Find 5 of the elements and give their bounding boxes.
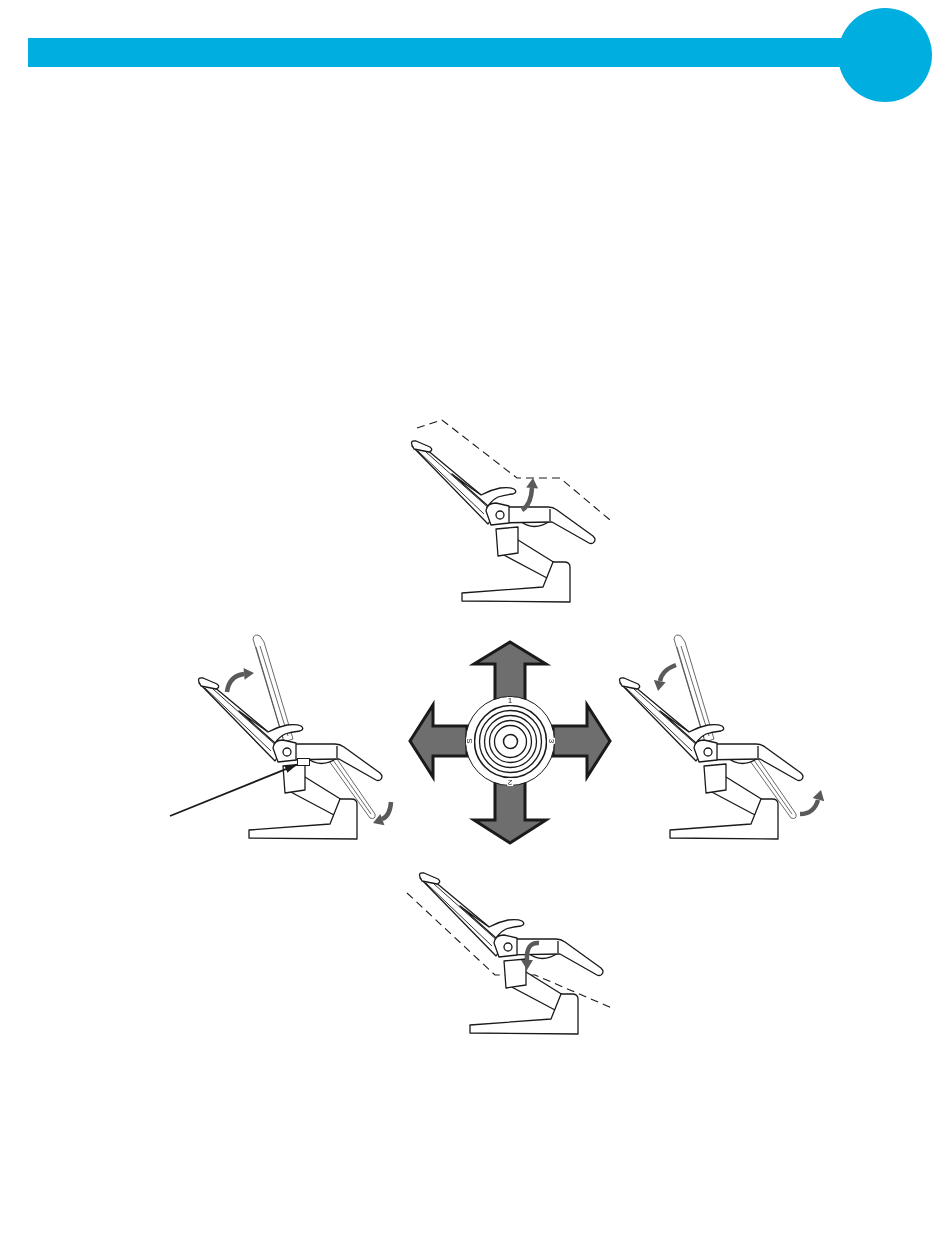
position-number: 3: [546, 737, 555, 745]
leader-line: [169, 763, 298, 817]
position-number: 2: [506, 777, 514, 786]
control-lever: [297, 758, 310, 766]
position-number: 1: [506, 696, 514, 705]
